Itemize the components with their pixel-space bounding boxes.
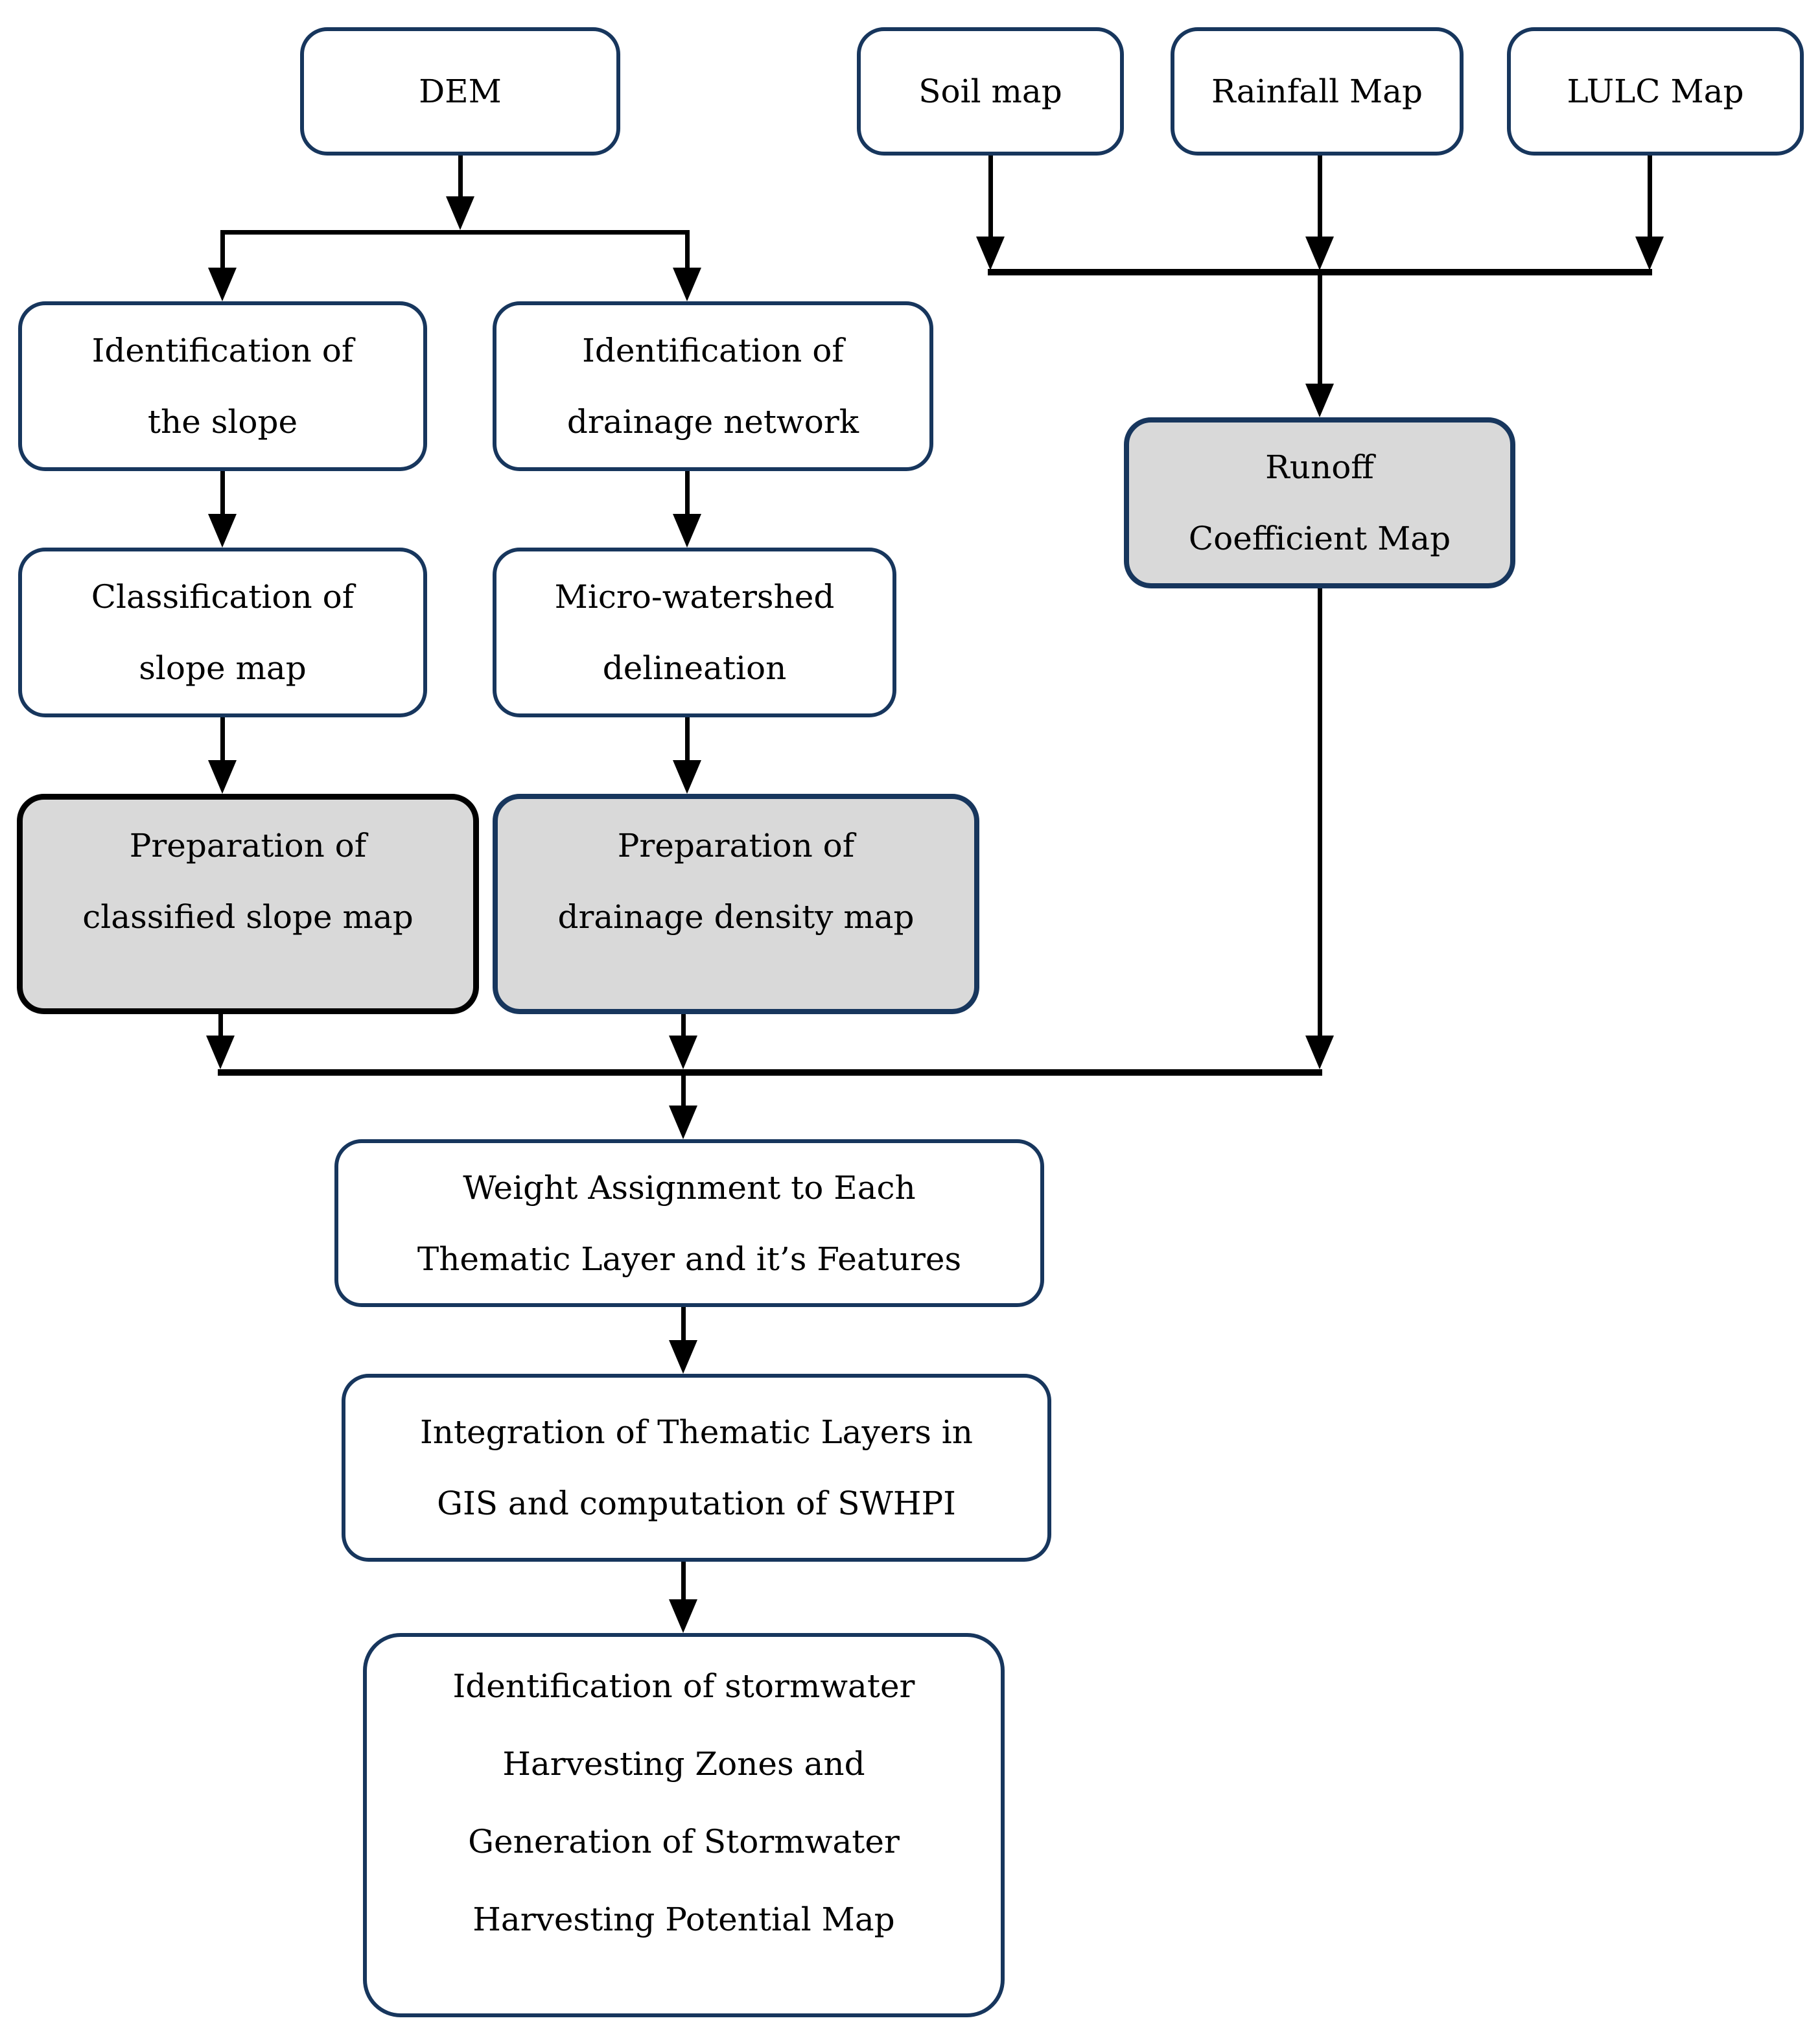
node-soil-map-label: Soil map bbox=[918, 73, 1062, 110]
connector-branch-to-identification-drainage bbox=[685, 235, 690, 270]
node-prep-classified-slope-label: Preparation of classified slope map bbox=[82, 827, 414, 936]
connector-top-merge-line bbox=[988, 269, 1652, 275]
arrowhead-into-integration bbox=[669, 1340, 697, 1374]
arrowhead-prep-drainage-to-merge bbox=[669, 1036, 697, 1069]
node-weight-assignment: Weight Assignment to Each Thematic Layer… bbox=[334, 1139, 1044, 1307]
node-identification-drainage-label: Identification of drainage network bbox=[566, 332, 859, 441]
node-identification-slope: Identification of the slope bbox=[18, 301, 427, 471]
arrowhead-prep-slope-to-merge bbox=[206, 1036, 235, 1069]
arrowhead-into-identification-drainage bbox=[673, 268, 701, 301]
node-runoff-coefficient: Runoff Coefficient Map bbox=[1124, 417, 1515, 588]
node-weight-assignment-label: Weight Assignment to Each Thematic Layer… bbox=[417, 1168, 962, 1278]
arrowhead-rainfall-map-to-merge bbox=[1305, 237, 1334, 270]
node-integration-swhpi: Integration of Thematic Layers in GIS an… bbox=[342, 1374, 1051, 1562]
connector-lulc-map-stem bbox=[1648, 156, 1652, 238]
connector-branch-to-identification-slope bbox=[220, 235, 225, 270]
node-rainfall-map: Rainfall Map bbox=[1171, 27, 1464, 156]
arrowhead-into-prep-drainage-density bbox=[673, 760, 701, 794]
arrowhead-into-weight-assignment bbox=[669, 1106, 697, 1139]
arrowhead-soil-map-to-merge bbox=[976, 237, 1005, 270]
node-runoff-coefficient-label: Runoff Coefficient Map bbox=[1188, 448, 1451, 557]
node-integration-swhpi-label: Integration of Thematic Layers in GIS an… bbox=[420, 1413, 973, 1522]
arrowhead-dem-to-branch bbox=[446, 196, 474, 230]
node-prep-classified-slope: Preparation of classified slope map bbox=[17, 794, 479, 1014]
node-identification-zones: Identification of stormwater Harvesting … bbox=[363, 1633, 1005, 2017]
connector-rainfall-map-stem bbox=[1318, 156, 1322, 238]
arrowhead-into-micro-watershed bbox=[673, 514, 701, 548]
arrowhead-into-classification-slope bbox=[208, 514, 237, 548]
node-micro-watershed: Micro-watershed delineation bbox=[493, 548, 896, 717]
arrowhead-into-runoff bbox=[1305, 384, 1334, 417]
node-identification-slope-label: Identification of the slope bbox=[91, 332, 354, 441]
connector-dem-branch-line bbox=[220, 230, 690, 235]
node-prep-drainage-density: Preparation of drainage density map bbox=[493, 794, 979, 1014]
node-dem-label: DEM bbox=[419, 73, 502, 110]
connector-identification-slope-to-classification bbox=[220, 471, 225, 515]
arrowhead-into-identification-zones bbox=[669, 1599, 697, 1633]
connector-identification-drainage-to-micro bbox=[685, 471, 690, 515]
arrowhead-into-prep-classified-slope bbox=[208, 760, 237, 794]
connector-weight-to-integration bbox=[681, 1307, 686, 1341]
arrowhead-lulc-map-to-merge bbox=[1635, 237, 1664, 270]
connector-micro-to-prep-drainage bbox=[685, 717, 690, 761]
node-lulc-map-label: LULC Map bbox=[1567, 73, 1744, 110]
connector-merge-to-weight bbox=[681, 1076, 686, 1107]
connector-integration-to-zones bbox=[681, 1562, 686, 1601]
connector-bottom-merge-line bbox=[218, 1069, 1322, 1076]
arrowhead-into-identification-slope bbox=[208, 268, 237, 301]
connector-merge-to-runoff bbox=[1318, 275, 1322, 386]
connector-prep-drainage-to-merge bbox=[681, 1014, 686, 1037]
node-classification-slope-label: Classification of slope map bbox=[91, 578, 355, 687]
connector-soil-map-stem bbox=[988, 156, 993, 238]
node-rainfall-map-label: Rainfall Map bbox=[1211, 73, 1423, 110]
connector-dem-stem bbox=[458, 156, 463, 198]
connector-runoff-to-merge bbox=[1318, 588, 1322, 1038]
arrowhead-runoff-to-merge bbox=[1305, 1036, 1334, 1069]
node-identification-drainage: Identification of drainage network bbox=[493, 301, 933, 471]
node-dem: DEM bbox=[300, 27, 620, 156]
node-lulc-map: LULC Map bbox=[1507, 27, 1804, 156]
node-identification-zones-label: Identification of stormwater Harvesting … bbox=[452, 1667, 915, 1938]
connector-prep-slope-to-merge bbox=[218, 1014, 223, 1037]
node-prep-drainage-density-label: Preparation of drainage density map bbox=[557, 827, 915, 936]
node-classification-slope: Classification of slope map bbox=[18, 548, 427, 717]
node-micro-watershed-label: Micro-watershed delineation bbox=[554, 578, 835, 687]
connector-classification-to-prep-slope bbox=[220, 717, 225, 761]
node-soil-map: Soil map bbox=[857, 27, 1124, 156]
